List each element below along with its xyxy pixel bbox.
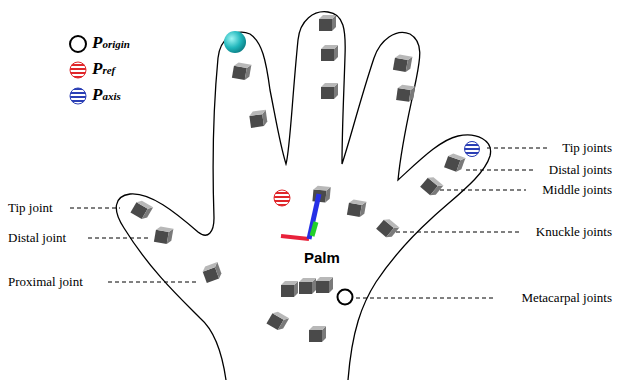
joint-cube (281, 281, 298, 297)
legend-text: Pref (92, 60, 115, 79)
origin-point (338, 290, 353, 305)
joint-cube (201, 262, 222, 283)
joint-cube (420, 175, 443, 198)
joint-cube (444, 152, 465, 173)
joint-cube (154, 226, 174, 245)
joint-cube (319, 15, 336, 31)
joint-cube (393, 54, 413, 73)
palm-label: Palm (304, 250, 340, 266)
joint-label: Middle joints (542, 182, 612, 198)
axis-point (465, 142, 480, 157)
joint-cube (232, 62, 252, 81)
joint-cube (309, 326, 326, 342)
joint-cube (316, 277, 333, 293)
joint-label: Distal joint (8, 230, 66, 246)
ref-point (274, 190, 290, 206)
joint-label: Distal joints (549, 162, 612, 178)
joint-cube (376, 217, 399, 240)
joint-cube (130, 199, 153, 221)
joint-cube (299, 278, 316, 294)
joint-cube (266, 310, 289, 332)
joint-cube (396, 84, 415, 102)
joint-cube (249, 110, 268, 128)
joint-cube (321, 83, 338, 99)
joint-cube (321, 45, 338, 61)
joint-label: Knuckle joints (536, 224, 612, 240)
hand-outline (116, 12, 490, 380)
joint-label: Metacarpal joints (521, 290, 612, 306)
index-tip-ball (224, 31, 246, 53)
joint-label: Tip joints (562, 140, 612, 156)
leader-lines (70, 148, 548, 298)
palm-axes (281, 194, 319, 239)
joint-cube (347, 199, 367, 218)
legend-symbols (70, 36, 86, 104)
joint-label: Proximal joint (8, 274, 83, 290)
legend-text: Porigin (92, 34, 130, 53)
legend-text: Paxis (92, 86, 121, 105)
joint-label: Tip joint (8, 200, 53, 216)
